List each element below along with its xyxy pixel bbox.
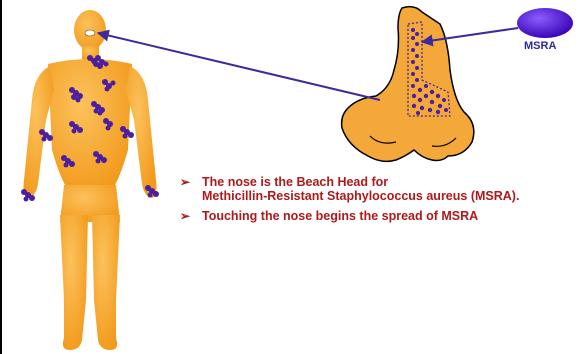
nose-illustration	[342, 7, 474, 162]
bullet-text-line: Methicillin-Resistant Staphylococcus aur…	[202, 189, 519, 203]
bullet-text-line: Touching the nose begins the spread of M…	[202, 209, 478, 223]
bullet-list: ➢ The nose is the Beach Head for Methici…	[180, 175, 578, 229]
msra-label: MSRA	[524, 40, 556, 52]
bullet-text-line: The nose is the Beach Head for	[202, 175, 388, 189]
bullet-item: ➢ The nose is the Beach Head for Methici…	[180, 175, 578, 203]
purple-oval-icon	[517, 8, 573, 38]
arrow-bullet-icon: ➢	[180, 175, 190, 189]
arrow-bullet-icon: ➢	[180, 209, 190, 223]
bullet-item: ➢ Touching the nose begins the spread of…	[180, 209, 578, 223]
